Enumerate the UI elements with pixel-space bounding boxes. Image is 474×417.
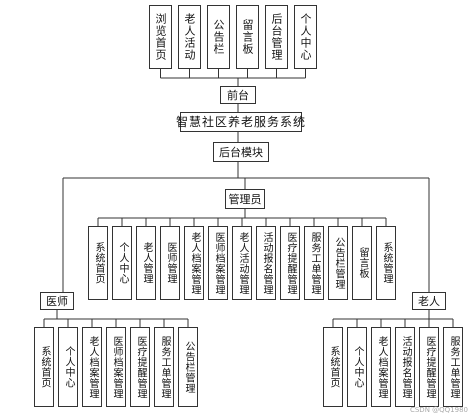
admin-node: 管理员 <box>225 189 265 209</box>
admin-module-label: 老人活动管理 <box>237 231 248 295</box>
frontend-module-box: 后台管理 <box>265 5 288 69</box>
doctor-module-box: 服务工单管理 <box>154 327 174 407</box>
elder-label: 老人 <box>418 294 440 308</box>
doctor-module-box: 个人中心 <box>58 327 78 407</box>
doctor-module-box: 公告栏管理 <box>178 327 198 407</box>
frontend-module-box: 浏览首页 <box>149 5 172 69</box>
frontend-module-label: 后台管理 <box>270 13 283 61</box>
doctor-module-box: 医疗提醒管理 <box>130 327 150 407</box>
doctor-module-label: 系统首页 <box>39 346 50 388</box>
elder-module-label: 医疗提醒管理 <box>424 335 435 399</box>
doctor-module-label: 公告栏管理 <box>183 340 194 394</box>
system-title-node: 智慧社区养老服务系统 <box>176 112 305 132</box>
frontend-module-label: 个人中心 <box>299 13 312 61</box>
admin-module-label: 服务工单管理 <box>309 231 320 295</box>
elder-module-label: 活动报名管理 <box>400 335 411 399</box>
frontend-module-label: 浏览首页 <box>154 13 167 61</box>
admin-module-box: 医师档案管理 <box>208 226 228 300</box>
doctor-node: 医师 <box>40 292 74 310</box>
admin-module-box: 老人档案管理 <box>184 226 204 300</box>
doctor-module-label: 医师档案管理 <box>111 335 122 399</box>
watermark-text: CSDN @QQ1980 <box>409 406 468 414</box>
doctor-module-box: 医师档案管理 <box>106 327 126 407</box>
system-title: 智慧社区养老服务系统 <box>176 115 307 129</box>
admin-module-box: 个人中心 <box>112 226 132 300</box>
admin-module-label: 医师管理 <box>165 242 176 284</box>
elder-module-box: 系统首页 <box>323 327 343 407</box>
elder-module-label: 个人中心 <box>352 346 363 388</box>
admin-module-box: 系统管理 <box>376 226 396 300</box>
frontend-module-label: 公告栏 <box>212 19 225 55</box>
admin-module-box: 老人活动管理 <box>232 226 252 300</box>
frontend-module-box: 老人活动 <box>178 5 201 69</box>
frontend-label: 前台 <box>227 88 249 102</box>
admin-module-label: 医师档案管理 <box>213 231 224 295</box>
admin-module-box: 活动报名管理 <box>256 226 276 300</box>
frontend-module-label: 老人活动 <box>183 13 196 61</box>
elder-module-label: 服务工单管理 <box>448 335 459 399</box>
admin-module-label: 个人中心 <box>117 242 128 284</box>
admin-module-box: 公告栏管理 <box>328 226 348 300</box>
admin-module-box: 留言板 <box>352 226 372 300</box>
frontend-module-box: 个人中心 <box>294 5 317 69</box>
doctor-module-label: 服务工单管理 <box>159 335 170 399</box>
doctor-module-box: 系统首页 <box>34 327 54 407</box>
admin-module-label: 活动报名管理 <box>261 231 272 295</box>
backend-node: 后台模块 <box>213 142 269 162</box>
admin-module-label: 系统管理 <box>381 242 392 284</box>
admin-module-label: 公告栏管理 <box>333 236 344 290</box>
backend-label: 后台模块 <box>219 145 263 159</box>
frontend-module-box: 留言板 <box>236 5 259 69</box>
frontend-node: 前台 <box>220 86 256 104</box>
admin-module-label: 医疗提醒管理 <box>285 231 296 295</box>
admin-module-label: 留言板 <box>357 247 368 279</box>
doctor-module-label: 个人中心 <box>63 346 74 388</box>
elder-module-box: 老人档案管理 <box>371 327 391 407</box>
admin-module-box: 医疗提醒管理 <box>280 226 300 300</box>
elder-module-box: 活动报名管理 <box>395 327 415 407</box>
admin-label: 管理员 <box>228 192 262 206</box>
elder-module-box: 医疗提醒管理 <box>419 327 439 407</box>
elder-module-label: 老人档案管理 <box>376 335 387 399</box>
elder-module-label: 系统首页 <box>328 346 339 388</box>
doctor-module-label: 老人档案管理 <box>87 335 98 399</box>
admin-module-label: 老人档案管理 <box>189 231 200 295</box>
admin-module-box: 老人管理 <box>136 226 156 300</box>
frontend-module-label: 留言板 <box>241 19 254 55</box>
doctor-label: 医师 <box>46 294 68 308</box>
elder-node: 老人 <box>412 292 446 310</box>
doctor-module-label: 医疗提醒管理 <box>135 335 146 399</box>
elder-module-box: 服务工单管理 <box>443 327 463 407</box>
admin-module-label: 老人管理 <box>141 242 152 284</box>
frontend-module-box: 公告栏 <box>207 5 230 69</box>
admin-module-box: 系统首页 <box>88 226 108 300</box>
elder-module-box: 个人中心 <box>347 327 367 407</box>
admin-module-label: 系统首页 <box>93 242 104 284</box>
doctor-module-box: 老人档案管理 <box>82 327 102 407</box>
admin-module-box: 服务工单管理 <box>304 226 324 300</box>
admin-module-box: 医师管理 <box>160 226 180 300</box>
